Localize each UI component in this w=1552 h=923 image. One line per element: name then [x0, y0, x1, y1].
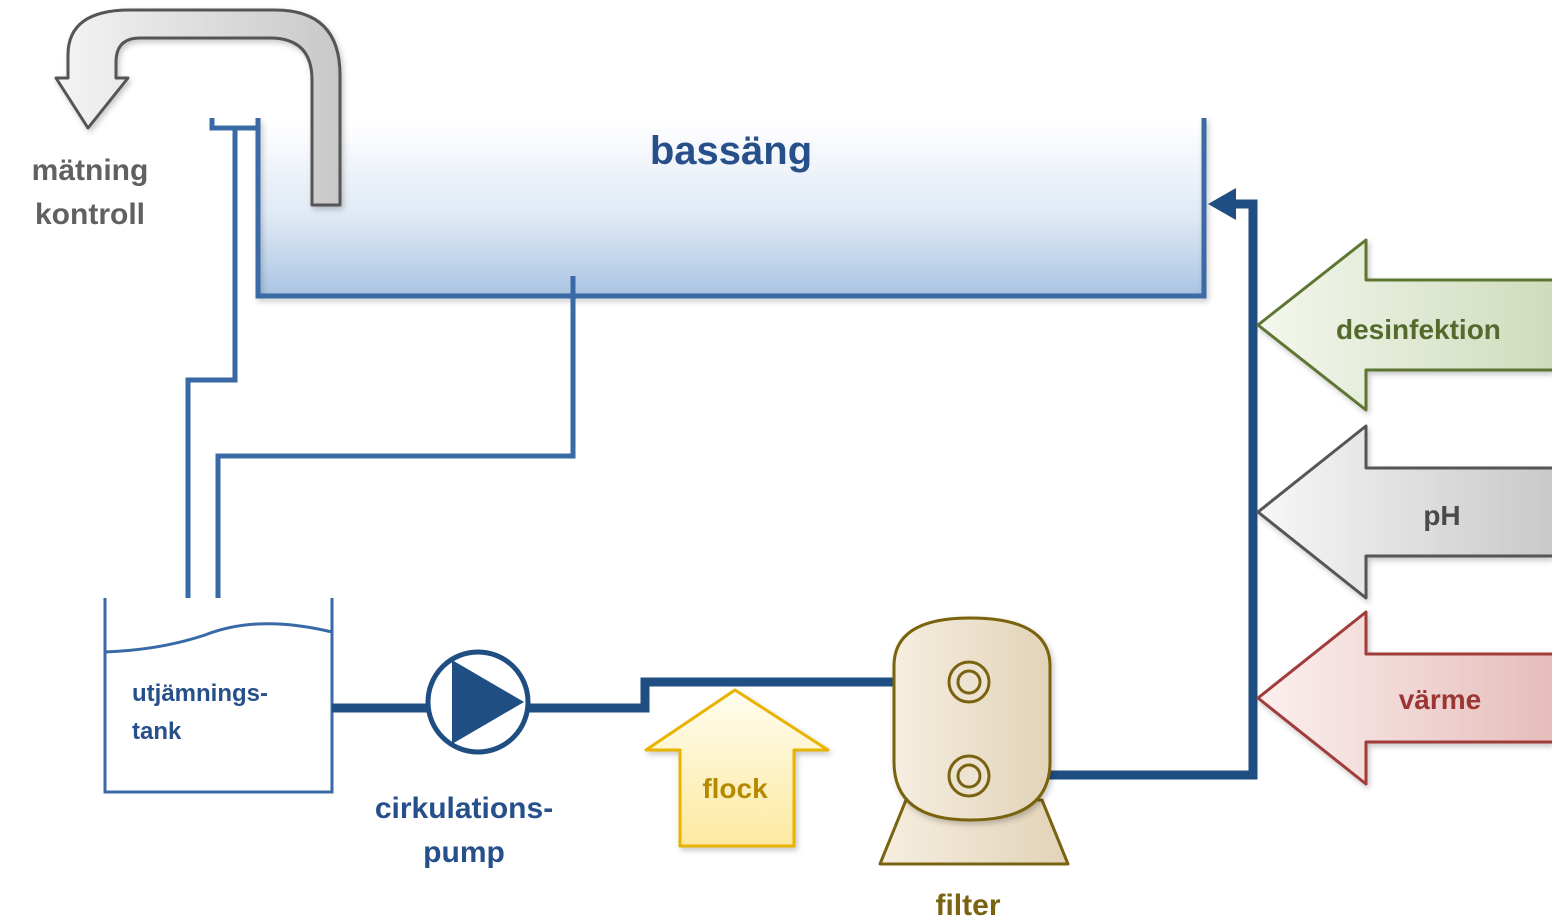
balance-tank-label-2: tank [132, 718, 182, 745]
filter-label: filter [935, 889, 1000, 922]
bottom-drain-pipe [215, 276, 576, 610]
basin-walls [255, 118, 1207, 299]
skimmer-inlet [209, 118, 258, 131]
circulation-pipe [332, 199, 1258, 780]
filter-to-basin-pipe [990, 199, 1258, 780]
pump-to-filter-pipe [526, 677, 945, 713]
balance-tank-waterline [104, 622, 333, 654]
balance-tank-label-1: utjämnings- [132, 680, 268, 707]
flock-label: flock [702, 773, 768, 804]
filter-vessel-icon [892, 616, 1052, 822]
filter-inlet-port-inner [956, 669, 982, 695]
u-turn-arrow-icon [54, 8, 342, 207]
pump-triangle [452, 660, 524, 744]
basin-water [258, 120, 1204, 296]
filter-outlet-port-inner [956, 763, 982, 789]
measurement-label-1: mätning [32, 154, 149, 187]
filter-outlet-port [947, 754, 991, 798]
ph-input: pH [1256, 424, 1552, 600]
balance-tank: utjämnings- tank [103, 598, 334, 794]
disinfection-arrow-icon [1256, 238, 1552, 412]
disinfection-label: desinfektion [1336, 314, 1501, 345]
skimmer-pipe [185, 128, 238, 610]
disinfection-input: desinfektion [1256, 238, 1552, 412]
ph-arrow-icon [1256, 424, 1552, 600]
measurement-arrow: mätning kontroll [32, 8, 342, 231]
pump-label-1: cirkulations- [375, 792, 553, 825]
circulation-pump: cirkulations- pump [375, 649, 553, 869]
ph-label: pH [1423, 500, 1460, 531]
measurement-label-2: kontroll [35, 198, 145, 231]
pump-label-2: pump [423, 836, 505, 869]
basin-label: bassäng [650, 129, 812, 173]
drain-pipes [185, 118, 576, 610]
basin-inlet-arrowhead [1208, 188, 1236, 220]
heating-label: värme [1399, 684, 1482, 715]
basin: bassäng [255, 118, 1207, 299]
filter-base [878, 798, 1070, 866]
heating-input: värme [1256, 610, 1552, 786]
flock-arrow-icon [644, 688, 830, 848]
flocculant-input: flock [644, 688, 830, 848]
heating-arrow-icon [1256, 610, 1552, 786]
filter: filter [878, 616, 1070, 922]
filter-inlet-port [947, 660, 991, 704]
